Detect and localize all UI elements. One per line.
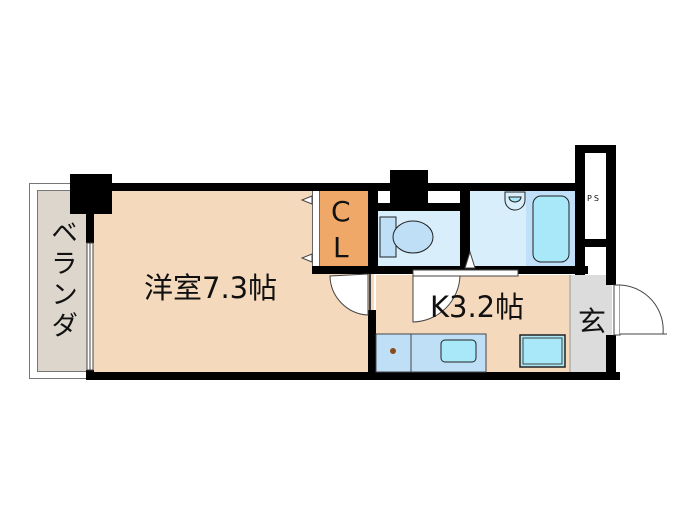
toilet-bowl-icon (392, 220, 434, 254)
western-room-label: 洋室7.3帖 (144, 271, 278, 305)
kitchen-label: K3.2帖 (430, 290, 525, 324)
closet-label-l: L (333, 231, 349, 264)
wall-toilet-right (460, 183, 470, 275)
wall-closet-right (368, 183, 378, 273)
closet-door-marker-icon (300, 195, 313, 205)
wall-left (86, 183, 94, 243)
sink-icon (440, 339, 477, 363)
closet (320, 190, 368, 268)
wall-top-main (92, 183, 580, 191)
closet-label-c: C (331, 195, 351, 228)
wall-ps-outer (575, 145, 615, 153)
veranda-label: ベランダ (46, 218, 77, 342)
pipe-space-label: PS (587, 194, 601, 203)
door-swing-icon (329, 273, 369, 316)
bathtub-icon (532, 195, 570, 263)
wall-right-lower (606, 335, 616, 380)
stove-burner-icon (390, 348, 396, 354)
veranda (37, 190, 88, 372)
closet-door-strip (312, 190, 320, 268)
entrance (570, 275, 612, 373)
entrance-door-swing-icon (619, 284, 664, 335)
wall-bottom (86, 372, 620, 380)
wall-ps-divider (575, 239, 615, 247)
wall-ps-left (575, 145, 585, 195)
wall-closet-bottom (312, 266, 376, 274)
wall-toilet-top (368, 203, 468, 211)
pipe-space (584, 153, 606, 241)
door-swing-icon (412, 275, 461, 323)
entrance-label: 玄 (578, 305, 607, 338)
wall-right (606, 145, 616, 285)
wall-mid-vertical (368, 310, 376, 380)
wall-bath-right (575, 183, 585, 275)
